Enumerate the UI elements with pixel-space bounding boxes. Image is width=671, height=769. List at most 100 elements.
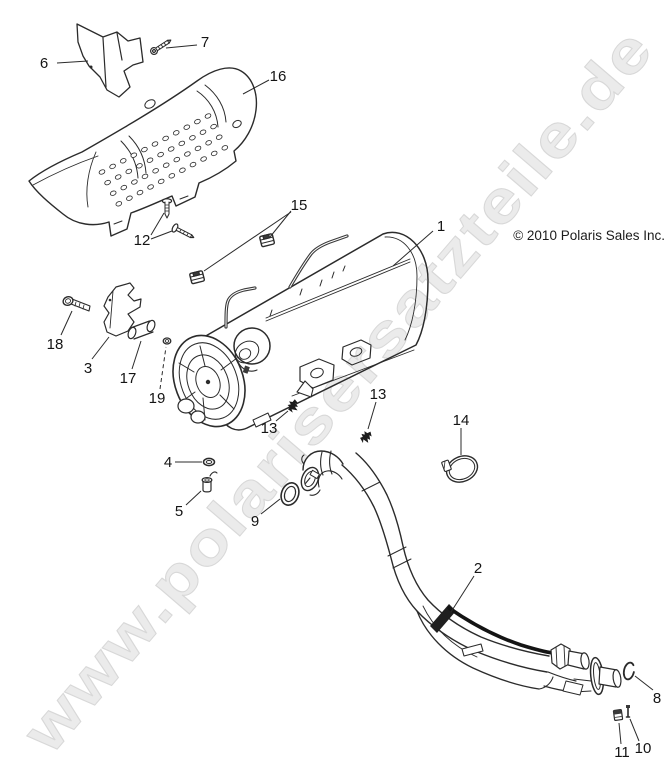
shield-hole bbox=[215, 134, 223, 140]
callout-18: 18 bbox=[47, 310, 73, 353]
callout-3: 3 bbox=[84, 336, 110, 377]
shield-hole bbox=[136, 189, 144, 196]
callout-16: 16 bbox=[242, 68, 287, 95]
shield-hole bbox=[126, 195, 133, 201]
rivnut-drawing-5 bbox=[201, 471, 218, 493]
shield-hole bbox=[200, 156, 207, 162]
shield-hole bbox=[173, 156, 181, 163]
shield-hole bbox=[125, 168, 133, 175]
shield-hole bbox=[172, 130, 180, 136]
shield-hole bbox=[162, 135, 169, 142]
shield-hole bbox=[120, 184, 128, 191]
callout-11: 11 bbox=[614, 722, 630, 761]
shield-hole bbox=[167, 146, 175, 152]
callout-number: 17 bbox=[120, 370, 137, 387]
callout-number: 4 bbox=[164, 454, 172, 471]
shield-hole bbox=[119, 158, 127, 164]
callout-5: 5 bbox=[175, 490, 202, 520]
shield-hole bbox=[168, 173, 176, 179]
callout-number: 7 bbox=[201, 34, 209, 51]
spacer-drawing-17 bbox=[127, 319, 156, 340]
callout-number: 12 bbox=[134, 232, 151, 249]
nut-drawing-19 bbox=[162, 337, 172, 345]
shield-hole bbox=[98, 169, 106, 175]
callout-7: 7 bbox=[165, 34, 209, 51]
callout-6: 6 bbox=[40, 55, 89, 72]
shield-hole bbox=[152, 168, 159, 174]
gasket-drawing-9 bbox=[280, 482, 300, 506]
bracket-drawing-3 bbox=[103, 282, 142, 337]
copyright-notice: © 2010 Polaris Sales Inc. bbox=[513, 228, 665, 243]
shield-hole bbox=[189, 135, 196, 141]
shield-hole bbox=[183, 124, 191, 130]
shield-hole bbox=[115, 201, 123, 207]
rivet-drawing bbox=[357, 428, 375, 446]
shield-hole bbox=[204, 113, 212, 119]
snap-ring-drawing bbox=[622, 661, 636, 681]
callout-number: 5 bbox=[175, 503, 183, 520]
shield-hole bbox=[199, 129, 207, 135]
callout-10: 10 bbox=[629, 718, 651, 757]
shield-hole bbox=[104, 179, 111, 186]
callout-17: 17 bbox=[120, 340, 142, 387]
screws-drawing-12 bbox=[161, 198, 195, 239]
heat-deflector-drawing bbox=[76, 23, 144, 98]
callout-15: 15 bbox=[203, 197, 308, 272]
callout-number: 8 bbox=[653, 690, 661, 707]
shield-hole bbox=[157, 151, 164, 158]
shield-hole bbox=[194, 118, 201, 125]
callout-9: 9 bbox=[251, 498, 281, 530]
pin-drawing-10 bbox=[625, 705, 631, 718]
shield-hole bbox=[109, 190, 117, 196]
shield-hole bbox=[179, 167, 186, 173]
clamp-drawing-14 bbox=[441, 455, 479, 483]
shield-hole bbox=[221, 145, 229, 151]
callout-12: 12 bbox=[134, 212, 173, 249]
callout-number: 15 bbox=[291, 197, 308, 214]
clip-nut-drawing bbox=[258, 232, 276, 248]
shield-hole bbox=[141, 173, 149, 180]
screw-drawing-7 bbox=[149, 39, 172, 56]
callout-2: 2 bbox=[450, 560, 482, 613]
callout-8: 8 bbox=[634, 675, 661, 707]
callout-19: 19 bbox=[149, 346, 167, 407]
shield-hole bbox=[157, 178, 165, 185]
callout-number: 19 bbox=[149, 390, 166, 407]
callout-14: 14 bbox=[453, 412, 470, 455]
nut-drawing-4 bbox=[202, 457, 216, 467]
shield-hole bbox=[141, 146, 148, 153]
shield-hole bbox=[189, 161, 197, 168]
shield-hole bbox=[151, 141, 159, 147]
heat-shield-drawing bbox=[28, 67, 258, 237]
shield-hole bbox=[130, 152, 138, 158]
shield-hole bbox=[162, 162, 170, 168]
callout-number: 9 bbox=[251, 513, 259, 530]
shield-hole bbox=[184, 151, 191, 157]
shield-hole bbox=[114, 174, 122, 180]
shield-hole bbox=[210, 123, 217, 130]
head-pipe-drawing bbox=[300, 450, 622, 696]
shield-hole bbox=[147, 184, 154, 190]
callout-13: 13 bbox=[367, 386, 387, 430]
shield-hole bbox=[194, 145, 202, 152]
callout-number: 13 bbox=[370, 386, 387, 403]
callout-1: 1 bbox=[392, 218, 445, 267]
callout-number: 11 bbox=[614, 744, 630, 761]
shield-hole bbox=[210, 150, 218, 157]
callout-number: 18 bbox=[47, 336, 64, 353]
callout-number: 6 bbox=[40, 55, 48, 72]
callout-4: 4 bbox=[164, 454, 202, 471]
callout-number: 13 bbox=[261, 420, 278, 437]
bolt-drawing-18 bbox=[62, 295, 91, 312]
shield-hole bbox=[178, 140, 186, 147]
callout-number: 16 bbox=[270, 68, 287, 85]
callout-number: 2 bbox=[474, 560, 482, 577]
callout-number: 14 bbox=[453, 412, 470, 429]
shield-hole bbox=[131, 179, 138, 185]
shield-hole bbox=[146, 157, 154, 163]
shield-hole bbox=[205, 140, 212, 146]
clip-drawing-11 bbox=[612, 709, 624, 721]
